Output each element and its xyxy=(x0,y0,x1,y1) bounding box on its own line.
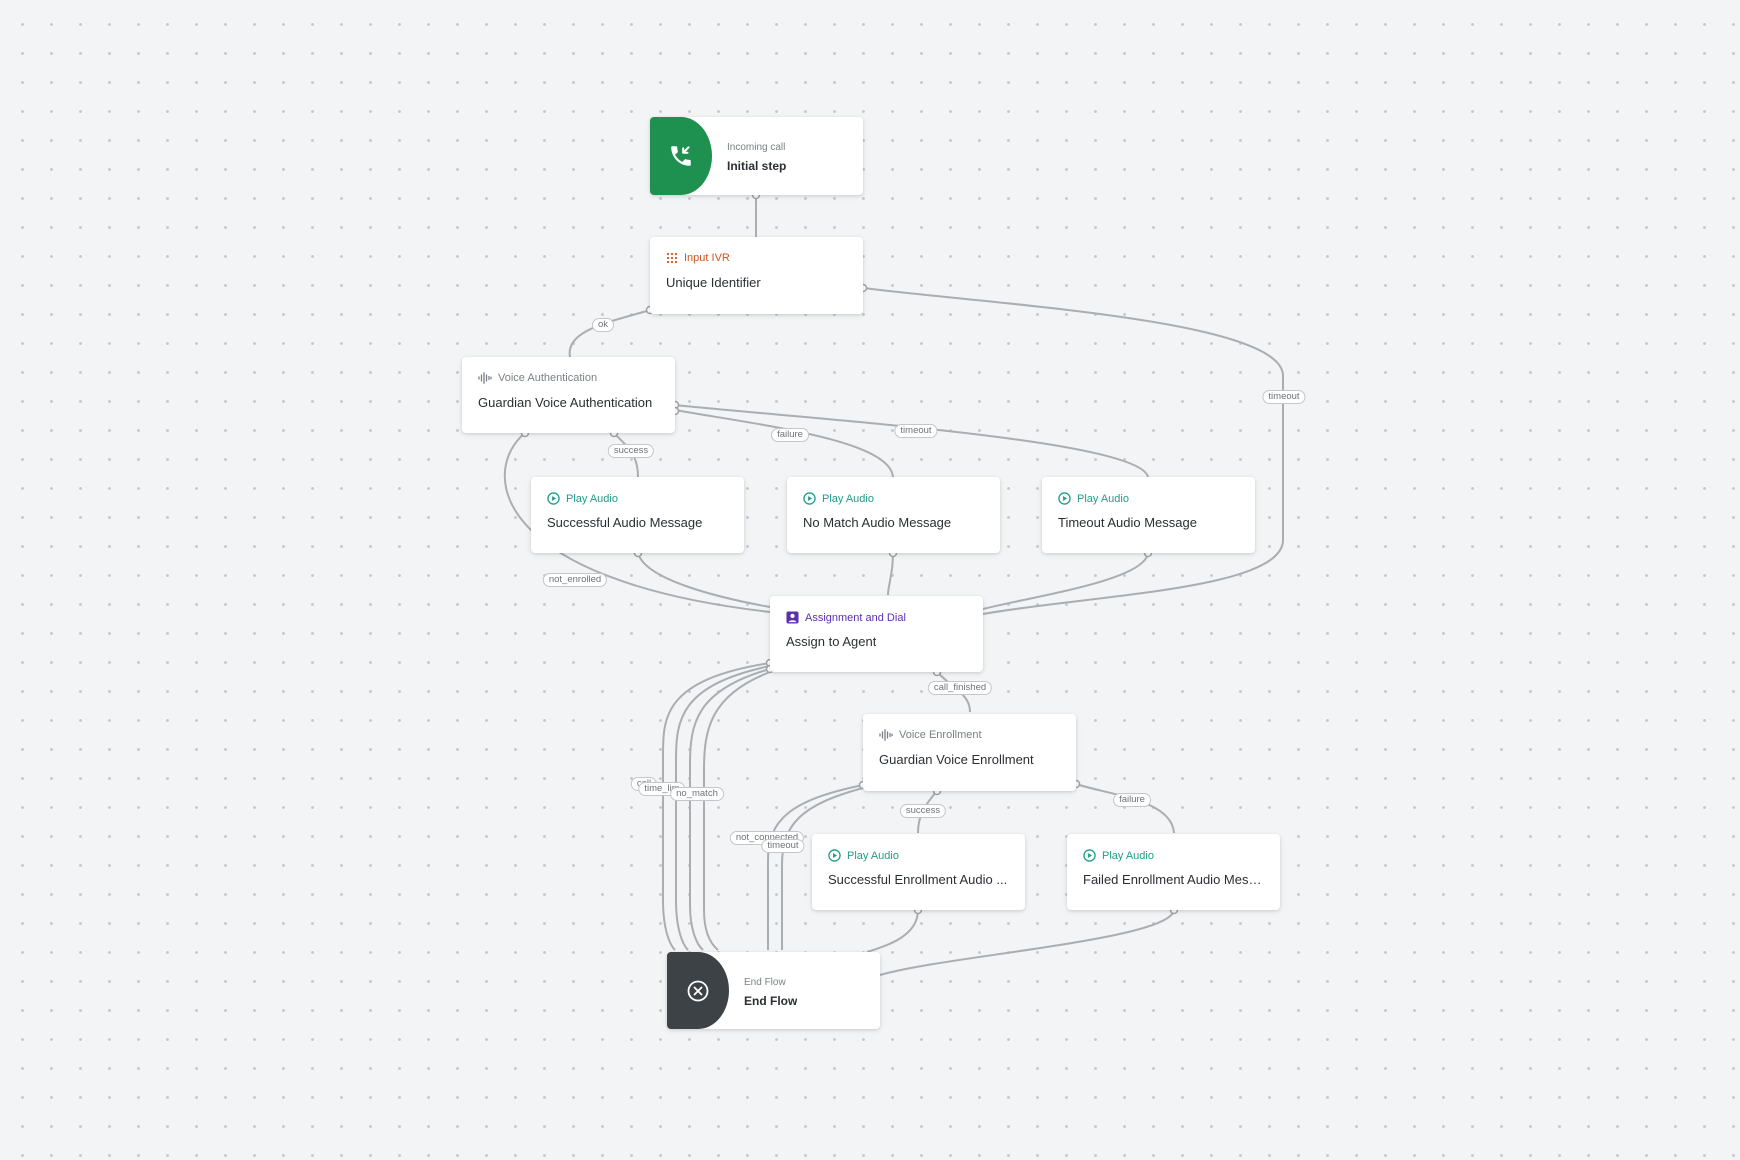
play-circle-icon xyxy=(803,492,816,505)
edge-success-to-assign xyxy=(637,552,771,608)
close-circle-icon xyxy=(687,980,709,1001)
edge-auth-failure xyxy=(674,409,894,478)
node-title: No Match Audio Message xyxy=(803,515,952,530)
edge-assign-call xyxy=(661,662,771,951)
incoming-call-cap xyxy=(650,117,712,195)
node-play-audio-failed-enrollment[interactable]: Play Audio Failed Enrollment Audio Mess.… xyxy=(1067,834,1280,910)
node-type: Voice Enrollment xyxy=(879,729,982,741)
edge-auth-timeout xyxy=(674,404,1149,478)
node-title: Unique Identifier xyxy=(666,275,761,290)
node-play-audio-successful[interactable]: Play Audio Successful Audio Message xyxy=(531,477,744,553)
edge-enroll-timeout xyxy=(781,787,864,950)
edge-ivr-ok xyxy=(568,309,651,358)
edge-label-not-enrolled: not_enrolled xyxy=(542,573,608,587)
node-type-label: Incoming call xyxy=(727,142,786,153)
edge-label-auth-failure: failure xyxy=(771,428,809,442)
node-type-label: Assignment and Dial xyxy=(805,611,906,624)
node-voice-authentication[interactable]: Voice Authentication Guardian Voice Auth… xyxy=(462,357,675,433)
node-play-audio-successful-enrollment[interactable]: Play Audio Successful Enrollment Audio .… xyxy=(812,834,1025,910)
node-play-audio-no-match[interactable]: Play Audio No Match Audio Message xyxy=(787,477,1000,553)
node-title: Guardian Voice Authentication xyxy=(478,395,653,410)
edge-enroll-failure xyxy=(1075,783,1175,834)
node-type-label: Play Audio xyxy=(847,849,899,862)
node-assignment-and-dial[interactable]: Assignment and Dial Assign to Agent xyxy=(770,596,983,672)
node-type-label: Voice Enrollment xyxy=(899,729,982,741)
edge-label-auth-success: success xyxy=(607,444,655,458)
edge-assign-time-limit xyxy=(675,665,771,951)
edge-enroll-success-to-end xyxy=(866,909,919,953)
phone-incoming-icon xyxy=(671,146,691,166)
play-circle-icon xyxy=(1058,492,1071,505)
edge-enroll-not-connected xyxy=(767,784,864,950)
node-type-label: Play Audio xyxy=(566,492,618,505)
node-type: Assignment and Dial xyxy=(786,611,906,624)
node-title: Assign to Agent xyxy=(786,634,877,649)
node-type-label: End Flow xyxy=(744,977,786,988)
node-title: Initial step xyxy=(727,159,787,173)
node-voice-enrollment[interactable]: Voice Enrollment Guardian Voice Enrollme… xyxy=(863,714,1076,791)
node-type: Play Audio xyxy=(1058,492,1129,505)
edge-assign-extra xyxy=(703,671,771,951)
node-type-label: Play Audio xyxy=(822,492,874,505)
node-title: Failed Enrollment Audio Mess... xyxy=(1083,872,1263,887)
edge-timeout-to-assign xyxy=(982,552,1149,610)
voice-wave-icon xyxy=(478,372,492,384)
node-type: Play Audio xyxy=(828,849,899,862)
edge-enroll-failed-to-end xyxy=(879,909,1175,976)
voice-wave-icon xyxy=(879,729,893,741)
node-play-audio-timeout[interactable]: Play Audio Timeout Audio Message xyxy=(1042,477,1255,553)
node-title: Guardian Voice Enrollment xyxy=(879,752,1034,767)
node-title: Timeout Audio Message xyxy=(1058,515,1197,530)
node-type: Voice Authentication xyxy=(478,372,597,384)
edge-nomatch-to-assign xyxy=(887,552,894,596)
node-input-ivr[interactable]: Input IVR Unique Identifier xyxy=(650,237,863,314)
node-type-label: Input IVR xyxy=(684,252,730,264)
play-circle-icon xyxy=(1083,849,1096,862)
edge-label-enroll-success: success xyxy=(899,804,947,818)
node-end-flow[interactable]: End Flow End Flow xyxy=(667,952,880,1029)
play-circle-icon xyxy=(828,849,841,862)
node-incoming-call[interactable]: Incoming call Initial step xyxy=(650,117,863,195)
play-circle-icon xyxy=(547,492,560,505)
node-type-label: Play Audio xyxy=(1077,492,1129,505)
node-type-label: Play Audio xyxy=(1102,849,1154,862)
edge-label-enroll-failure: failure xyxy=(1113,793,1151,807)
edge-auth-not-enrolled xyxy=(503,432,771,613)
edge-label-enroll-timeout: timeout xyxy=(761,839,805,853)
edge-ivr-timeout xyxy=(862,287,1284,615)
end-flow-cap xyxy=(667,952,729,1029)
edge-assign-no-match xyxy=(689,668,771,951)
edge-label-auth-timeout: timeout xyxy=(894,424,938,438)
node-type: Play Audio xyxy=(1083,849,1154,862)
edge-label-no-match: no_match xyxy=(670,787,724,801)
edge-label-ok: ok xyxy=(591,318,615,332)
edge-label-ivr-timeout: timeout xyxy=(1262,390,1306,404)
agent-icon xyxy=(786,611,799,624)
edge-label-call-finished: call_finished xyxy=(927,681,993,695)
node-type: Play Audio xyxy=(547,492,618,505)
node-title: Successful Enrollment Audio ... xyxy=(828,872,1008,887)
node-type: Play Audio xyxy=(803,492,874,505)
node-title: End Flow xyxy=(744,994,798,1008)
node-title: Successful Audio Message xyxy=(547,515,703,530)
keypad-icon xyxy=(666,252,678,264)
node-type: Input IVR xyxy=(666,252,730,264)
node-type-label: Voice Authentication xyxy=(498,372,598,384)
